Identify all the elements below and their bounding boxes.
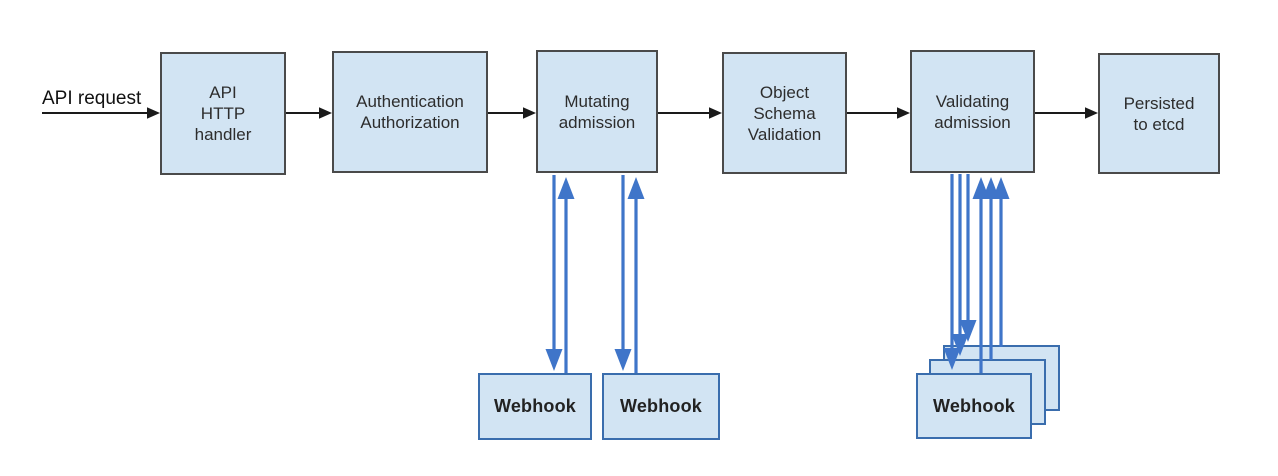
mutating-webhook1-call-arrow	[545, 175, 563, 371]
flow-arrow-schema-to-validating	[847, 107, 910, 119]
flow-arrow-validating-to-etcd	[1035, 107, 1098, 119]
down-arrow-icon	[545, 349, 563, 371]
node-mutating-admission: Mutating admission	[536, 50, 658, 173]
up-arrow-icon	[992, 177, 1010, 199]
right-arrow-icon	[897, 107, 910, 119]
mutating-webhook2-call-arrow	[614, 175, 632, 371]
node-persisted-to-etcd: Persisted to etcd	[1098, 53, 1220, 174]
up-arrow-icon	[557, 177, 575, 199]
node-label: Validating admission	[934, 91, 1011, 132]
right-arrow-icon	[319, 107, 332, 119]
node-label: Object Schema Validation	[747, 82, 822, 144]
down-arrow-icon	[959, 320, 977, 342]
validating-webhook-call-arrow-2	[951, 174, 969, 356]
node-label: API HTTP handler	[194, 83, 252, 144]
right-arrow-icon	[1085, 107, 1098, 119]
flow-arrow-auth-to-mutating	[488, 107, 536, 119]
up-arrow-icon	[627, 177, 645, 199]
right-arrow-icon	[709, 107, 722, 119]
down-arrow-icon	[614, 349, 632, 371]
webhook-box-validating-front: Webhook	[916, 373, 1032, 439]
validating-webhook-return-arrow-1	[972, 177, 990, 373]
webhook-box-mutating-1: Webhook	[478, 373, 592, 440]
node-label: Mutating admission	[558, 91, 636, 132]
flow-arrow-handler-to-auth	[286, 107, 332, 119]
up-arrow-icon	[972, 177, 990, 199]
flow-arrow-mutating-to-schema	[658, 107, 722, 119]
mutating-webhook1-return-arrow	[557, 177, 575, 373]
api-request-label: API request	[42, 88, 142, 109]
validating-webhook-call-arrow-1	[943, 174, 961, 370]
node-label: Authentication Authorization	[356, 92, 464, 132]
right-arrow-icon	[523, 107, 536, 119]
node-api-http-handler: API HTTP handler	[160, 52, 286, 175]
node-validating-admission: Validating admission	[910, 50, 1035, 173]
webhook-label: Webhook	[493, 396, 577, 416]
validating-webhook-call-arrow-3	[959, 174, 977, 342]
webhook-box-mutating-2: Webhook	[602, 373, 720, 440]
node-object-schema-validation: Object Schema Validation	[722, 52, 847, 174]
node-authentication-authorization: Authentication Authorization	[332, 51, 488, 173]
node-label: Persisted to etcd	[1123, 93, 1195, 134]
up-arrow-icon	[982, 177, 1000, 199]
validating-webhook-return-arrow-2	[982, 177, 1000, 360]
webhook-label: Webhook	[619, 396, 703, 416]
mutating-webhook2-return-arrow	[627, 177, 645, 373]
webhook-label: Webhook	[932, 395, 1016, 416]
validating-webhook-return-arrow-3	[992, 177, 1010, 347]
